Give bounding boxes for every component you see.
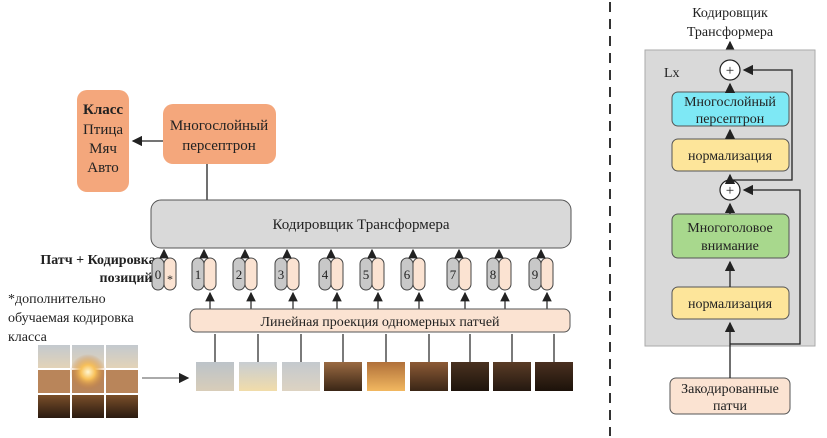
- class-item-ball: Мяч: [89, 141, 117, 157]
- mlp-head-box: Многослойный персептрон: [163, 104, 276, 164]
- right-title-line1: Кодировщик: [692, 6, 768, 21]
- repeat-label: Lx: [664, 66, 680, 81]
- token-1: 1: [191, 248, 217, 309]
- token-4: 4: [318, 248, 344, 309]
- patch-embedding-pill: [371, 257, 385, 291]
- patch-embedding-pill: [286, 257, 300, 291]
- legend-patch-pos-title2: позиций: [100, 271, 153, 286]
- class-item-car: Авто: [87, 160, 118, 176]
- token-index: 3: [278, 267, 285, 282]
- attention-line1: Многоголовое: [687, 221, 772, 236]
- plus-top: +: [726, 63, 734, 79]
- encoder-label: Кодировщик Трансформера: [272, 217, 449, 233]
- right-mlp-line1: Многослойный: [684, 95, 776, 110]
- token-index: 8: [490, 267, 497, 282]
- class-box-bg: [77, 90, 129, 192]
- right-title-line2: Трансформера: [687, 25, 774, 40]
- flattened-patch: [410, 362, 448, 391]
- patch-embedding-pill: [163, 257, 177, 291]
- source-tile: [106, 370, 138, 393]
- mlp-head-line1: Многослойный: [170, 118, 268, 134]
- patch-embedding-pill: [244, 257, 258, 291]
- patch-embedding-pill: [203, 257, 217, 291]
- source-tile: [38, 370, 70, 393]
- token-0: 0*: [151, 248, 177, 291]
- flattened-patch: [239, 362, 277, 391]
- token-index: 4: [322, 267, 329, 282]
- linear-projection-box: Линейная проекция одномерных патчей: [189, 308, 571, 333]
- mlp-head-bg: [163, 104, 276, 164]
- token-7: 7: [446, 248, 472, 309]
- flattened-patch: [535, 362, 573, 391]
- norm-bottom-label: нормализация: [688, 297, 773, 312]
- right-mlp-line2: персептрон: [696, 112, 765, 127]
- flattened-patch: [451, 362, 489, 391]
- class-token-mark: *: [167, 272, 173, 286]
- token-index: 5: [363, 267, 370, 282]
- token-5: 5: [359, 248, 385, 309]
- source-tile: [38, 395, 70, 418]
- patch-embedding-pill: [330, 257, 344, 291]
- source-tile: [72, 395, 104, 418]
- attention-line2: внимание: [701, 239, 759, 254]
- token-3: 3: [274, 248, 300, 309]
- sun-glow: [70, 354, 106, 390]
- token-2: 2: [232, 248, 258, 309]
- token-index: 2: [236, 267, 243, 282]
- plus-mid: +: [726, 183, 734, 199]
- encoded-patches-line1: Закодированные: [681, 382, 779, 397]
- token-6: 6: [400, 248, 426, 309]
- class-title: Класс: [83, 102, 123, 118]
- token-index: 9: [532, 267, 539, 282]
- source-tile: [106, 345, 138, 368]
- residual-add-top: [719, 59, 741, 81]
- mlp-head-line2: персептрон: [182, 138, 255, 154]
- projection-bg: [189, 308, 571, 333]
- encoded-patches-line2: патчи: [713, 399, 748, 414]
- patch-embedding-pill: [412, 257, 426, 291]
- patch-row: [196, 334, 573, 391]
- flattened-patch: [493, 362, 531, 391]
- token-index: 6: [404, 267, 411, 282]
- patch-embedding-pill: [458, 257, 472, 291]
- legend-note-line2: обучаемая кодировка: [8, 311, 134, 326]
- token-8: 8: [486, 248, 512, 309]
- class-item-bird: Птица: [83, 122, 123, 138]
- token-index: 1: [195, 267, 202, 282]
- class-output-box: Класс Птица Мяч Авто: [77, 90, 129, 192]
- flattened-patch: [324, 362, 362, 391]
- source-tile: [106, 395, 138, 418]
- flattened-patch: [196, 362, 234, 391]
- flattened-patch: [367, 362, 405, 391]
- patch-embedding-pill: [498, 257, 512, 291]
- source-tile: [38, 345, 70, 368]
- flattened-patch: [282, 362, 320, 391]
- token-index: 0: [155, 267, 162, 282]
- legend-patch-pos-title: Патч + Кодировка: [40, 253, 155, 268]
- token-index: 7: [450, 267, 457, 282]
- patch-embedding-pill: [540, 257, 554, 291]
- right-flow-arrows: [724, 64, 801, 378]
- norm-top-label: нормализация: [688, 149, 773, 164]
- legend-note-line3: класса: [8, 330, 48, 345]
- token-9: 9: [528, 248, 554, 309]
- projection-label: Линейная проекция одномерных патчей: [260, 315, 500, 330]
- source-image-grid: [38, 345, 138, 418]
- legend-note-line1: *дополнительно: [8, 292, 106, 307]
- transformer-encoder-box: Кодировщик Трансформера: [150, 199, 572, 249]
- encoder-bg: [150, 199, 572, 249]
